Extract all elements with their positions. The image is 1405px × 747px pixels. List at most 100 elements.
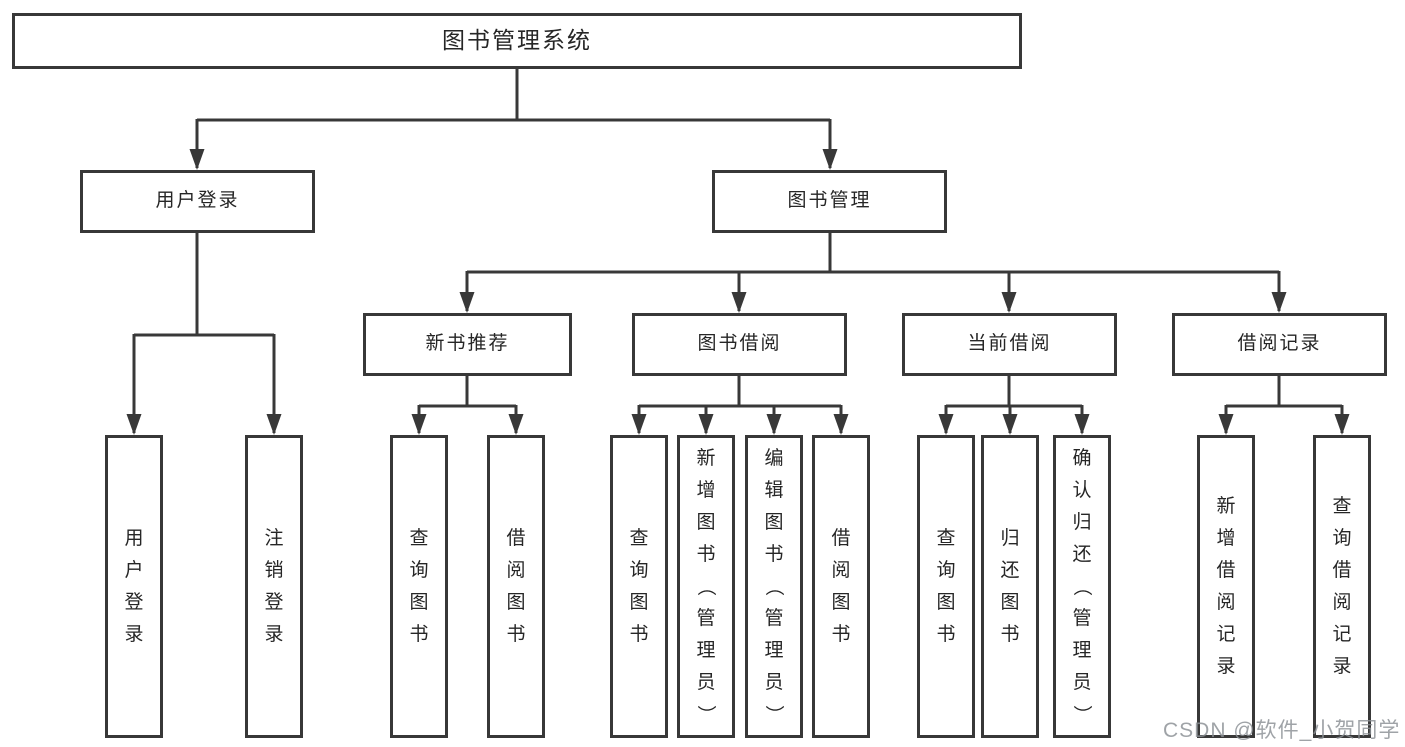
- leaf-query-books-borrow: 查询图书: [610, 435, 668, 738]
- node-label-char: 管: [764, 608, 784, 629]
- node-label-char: 管: [696, 608, 716, 629]
- leaf-add-books-admin: 新增图书（管理员）: [677, 435, 735, 738]
- arrowhead-icon: [631, 414, 647, 435]
- arrowhead-icon: [698, 414, 714, 435]
- node-label: 当前借阅: [967, 333, 1052, 355]
- arrowhead-icon: [822, 149, 838, 170]
- node-label-char: 销: [264, 560, 284, 581]
- node-label-char: 录: [1216, 656, 1236, 677]
- node-label-char: 阅: [506, 560, 526, 581]
- node-book-borrow: 图书借阅: [632, 313, 847, 376]
- node-label-char: ）: [763, 704, 785, 725]
- node-label-char: 借: [831, 528, 851, 549]
- arrowhead-icon: [1001, 292, 1017, 313]
- node-label-char: 确: [1072, 448, 1092, 469]
- node-label-char: 书: [409, 624, 429, 645]
- leaf-query-borrow-record: 查询借阅记录: [1313, 435, 1371, 738]
- node-label-char: 理: [764, 640, 784, 661]
- node-label-char: 借: [1216, 560, 1236, 581]
- leaf-edit-books-admin: 编辑图书（管理员）: [745, 435, 803, 738]
- node-label-char: ）: [695, 704, 717, 725]
- node-label-char: 编: [764, 448, 784, 469]
- node-label-char: 理: [696, 640, 716, 661]
- node-label-char: 认: [1072, 480, 1092, 501]
- node-label-char: 查: [1332, 496, 1352, 517]
- node-label-char: （: [695, 576, 717, 597]
- node-label-char: 员: [764, 672, 784, 693]
- arrowhead-icon: [189, 149, 205, 170]
- leaf-return-books: 归还图书: [981, 435, 1039, 738]
- node-label-char: 阅: [1216, 592, 1236, 613]
- node-label-char: 书: [629, 624, 649, 645]
- node-label-char: 图: [696, 512, 716, 533]
- arrowhead-icon: [766, 414, 782, 435]
- leaf-logout: 注销登录: [245, 435, 303, 738]
- leaf-user-login: 用户登录: [105, 435, 163, 738]
- node-label-char: 书: [506, 624, 526, 645]
- node-label-char: 录: [1332, 656, 1352, 677]
- node-label-char: 图: [629, 592, 649, 613]
- node-label-char: 还: [1000, 560, 1020, 581]
- node-label-char: 询: [629, 560, 649, 581]
- node-label-char: 图: [409, 592, 429, 613]
- node-new-book-recommend: 新书推荐: [363, 313, 572, 376]
- leaf-add-borrow-record: 新增借阅记录: [1197, 435, 1255, 738]
- node-label-char: 询: [1332, 528, 1352, 549]
- node-current-borrow: 当前借阅: [902, 313, 1117, 376]
- node-label-char: 理: [1072, 640, 1092, 661]
- leaf-borrow-books: 借阅图书: [812, 435, 870, 738]
- arrowhead-icon: [1218, 414, 1234, 435]
- node-label-char: 新: [696, 448, 716, 469]
- node-label-char: 辑: [764, 480, 784, 501]
- arrowhead-icon: [508, 414, 524, 435]
- arrowhead-icon: [938, 414, 954, 435]
- node-label-char: 增: [1216, 528, 1236, 549]
- node-label-char: 管: [1072, 608, 1092, 629]
- node-label-char: 查: [629, 528, 649, 549]
- node-label-char: 阅: [831, 560, 851, 581]
- arrowhead-icon: [459, 292, 475, 313]
- node-label-char: 借: [506, 528, 526, 549]
- leaf-confirm-return-admin: 确认归还（管理员）: [1053, 435, 1111, 738]
- node-label-char: 录: [264, 624, 284, 645]
- node-label-char: 户: [124, 560, 144, 581]
- node-label-char: 归: [1000, 528, 1020, 549]
- arrowhead-icon: [1271, 292, 1287, 313]
- node-label-char: 图: [506, 592, 526, 613]
- node-user-login: 用户登录: [80, 170, 315, 233]
- node-label: 图书管理: [787, 190, 872, 212]
- arrowhead-icon: [1074, 414, 1090, 435]
- leaf-borrow-books-recommend: 借阅图书: [487, 435, 545, 738]
- node-label-char: 书: [764, 544, 784, 565]
- arrowhead-icon: [411, 414, 427, 435]
- arrowhead-icon: [731, 292, 747, 313]
- arrowhead-icon: [266, 414, 282, 435]
- node-label-char: 书: [831, 624, 851, 645]
- arrowhead-icon: [126, 414, 142, 435]
- leaf-query-books-current: 查询图书: [917, 435, 975, 738]
- node-label-char: 员: [1072, 672, 1092, 693]
- node-label-char: 询: [936, 560, 956, 581]
- node-label-char: 用: [124, 528, 144, 549]
- leaf-query-books-recommend: 查询图书: [390, 435, 448, 738]
- watermark: CSDN @软件_小贺同学: [1163, 719, 1401, 742]
- node-label-char: ）: [1071, 704, 1093, 725]
- node-label-char: 新: [1216, 496, 1236, 517]
- node-label: 借阅记录: [1237, 333, 1322, 355]
- node-book-management: 图书管理: [712, 170, 947, 233]
- node-label-char: 书: [936, 624, 956, 645]
- node-label-char: 员: [696, 672, 716, 693]
- node-label-char: 图: [1000, 592, 1020, 613]
- arrowhead-icon: [1334, 414, 1350, 435]
- node-label-char: 书: [696, 544, 716, 565]
- arrowhead-icon: [833, 414, 849, 435]
- node-label-char: 图: [936, 592, 956, 613]
- node-label: 图书借阅: [697, 333, 782, 355]
- node-label-char: （: [763, 576, 785, 597]
- node-label: 用户登录: [155, 190, 240, 212]
- node-label-char: 图: [831, 592, 851, 613]
- node-borrow-records: 借阅记录: [1172, 313, 1387, 376]
- node-root-library-system: 图书管理系统: [12, 13, 1022, 69]
- node-label-char: 记: [1332, 624, 1352, 645]
